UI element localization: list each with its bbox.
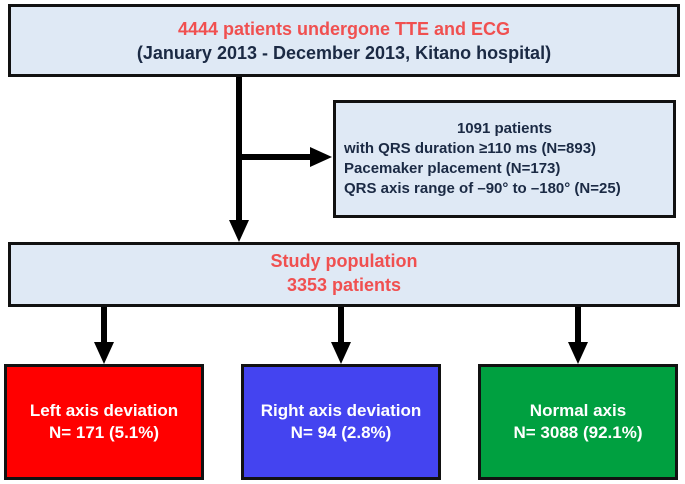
- enrolled-period: (January 2013 - December 2013, Kitano ho…: [136, 42, 552, 63]
- left-axis-count: N= 171 (5.1%): [48, 423, 160, 442]
- arrow-top-to-study-head: [229, 220, 249, 242]
- arrow-normal-head: [568, 342, 588, 364]
- arrow-to-exclusion-head: [310, 147, 332, 167]
- study-population-count: 3353 patients: [286, 275, 402, 295]
- arrow-left-head: [94, 342, 114, 364]
- exclusion-pacemaker: Pacemaker placement (N=173): [344, 160, 561, 177]
- normal-axis-box: Normal axis N= 3088 (92.1%): [478, 364, 678, 480]
- exclusion-qrs-axis: QRS axis range of –90° to –180° (N=25): [344, 180, 621, 197]
- right-axis-count: N= 94 (2.8%): [290, 423, 392, 442]
- exclusion-qrs-duration: with QRS duration ≥110 ms (N=893): [344, 140, 597, 157]
- study-population-title: Study population: [270, 251, 418, 271]
- excluded-count: 1091 patients: [456, 120, 553, 137]
- right-axis-label: Right axis deviation: [260, 401, 422, 420]
- enrolled-patients-box: 4444 patients undergone TTE and ECG (Jan…: [8, 4, 680, 77]
- normal-axis-label: Normal axis: [529, 401, 627, 420]
- study-population-box: Study population 3353 patients: [8, 242, 680, 307]
- exclusion-box: 1091 patients with QRS duration ≥110 ms …: [333, 100, 676, 218]
- normal-axis-count: N= 3088 (92.1%): [513, 423, 643, 442]
- left-axis-label: Left axis deviation: [29, 401, 179, 420]
- arrow-right-head: [331, 342, 351, 364]
- left-axis-deviation-box: Left axis deviation N= 171 (5.1%): [4, 364, 204, 480]
- right-axis-deviation-box: Right axis deviation N= 94 (2.8%): [241, 364, 441, 480]
- enrolled-count: 4444 patients undergone TTE and ECG: [177, 18, 511, 39]
